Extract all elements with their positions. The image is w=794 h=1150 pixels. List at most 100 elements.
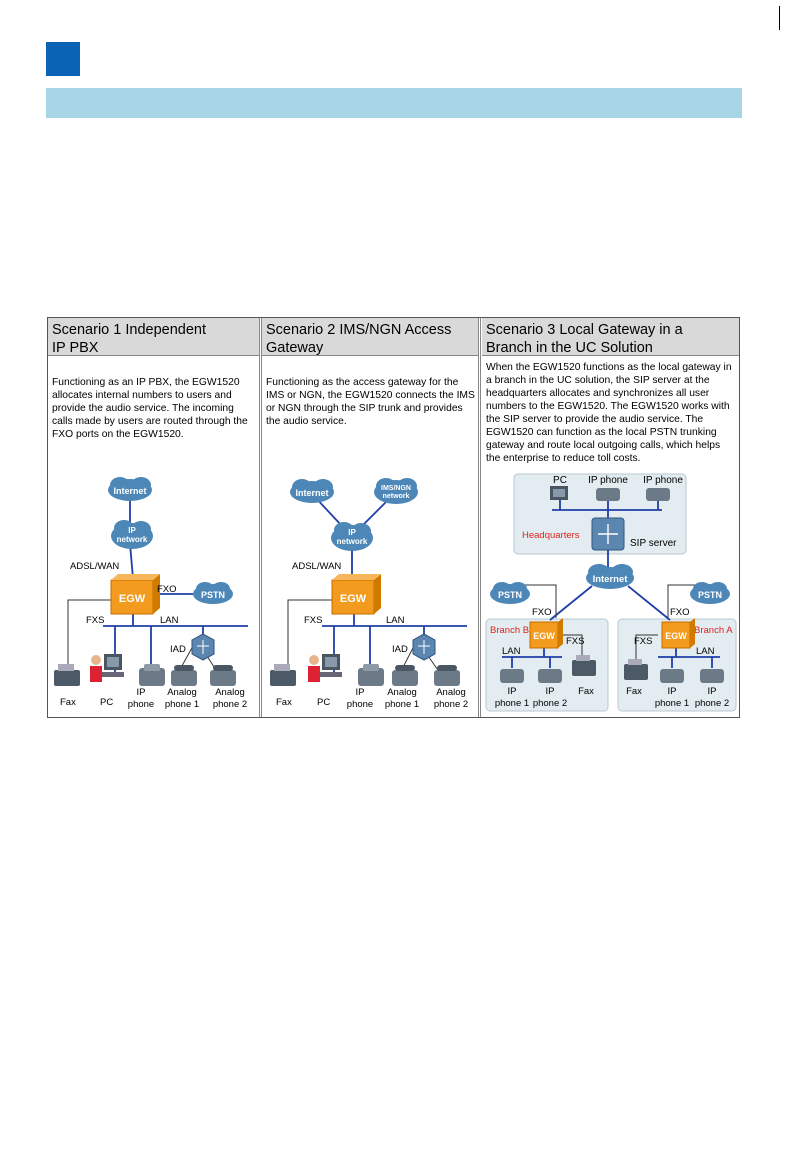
fax-label: Fax bbox=[60, 697, 76, 708]
ims-ngn-label-1: IMS/NGN bbox=[381, 485, 411, 492]
egw-right-label: EGW bbox=[665, 631, 687, 641]
branch-b-fax-icon bbox=[572, 655, 596, 676]
hq-pc-label: PC bbox=[553, 475, 567, 486]
branch-a-ip-phone-1-label-2: phone 1 bbox=[655, 698, 689, 709]
column-divider bbox=[480, 318, 481, 717]
scenario-1-title-line2: IP PBX bbox=[52, 340, 99, 356]
lan-label: LAN bbox=[160, 615, 179, 626]
pstn-label: PSTN bbox=[201, 590, 225, 600]
analog-phone-2-icon bbox=[210, 665, 236, 686]
pstn-left-label: PSTN bbox=[498, 590, 522, 600]
egw-right-device-icon bbox=[661, 618, 695, 649]
column-divider bbox=[259, 318, 260, 717]
analog-phone-1-icon bbox=[171, 665, 197, 686]
iad-device-icon bbox=[191, 633, 215, 661]
scenario-2-title-line1: Scenario 2 IMS/NGN Access bbox=[266, 322, 452, 338]
branch-a-ip-phone-1-label-1: IP bbox=[668, 686, 677, 697]
pstn-right-label: PSTN bbox=[698, 590, 722, 600]
egw-left-device-icon bbox=[529, 618, 563, 649]
pstn-right-cloud-icon bbox=[690, 582, 730, 604]
ip-phone-icon bbox=[596, 488, 620, 501]
ip-phone-icon bbox=[139, 664, 165, 686]
sip-server-label: SIP server bbox=[630, 538, 677, 549]
pstn-left-cloud-icon bbox=[490, 582, 530, 604]
section-header-bar bbox=[46, 88, 742, 118]
branch-a-ip-phone-2-label-1: IP bbox=[708, 686, 717, 697]
egw-label: EGW bbox=[340, 593, 367, 605]
adsl-wan-label: ADSL/WAN bbox=[292, 561, 341, 572]
analog-phone-1-label-2: phone 1 bbox=[385, 699, 419, 710]
scenario-2-description: Functioning as the access gateway for th… bbox=[266, 377, 475, 427]
scenario-3-diagram: PC IP phone IP phone Headquarters SIP se… bbox=[485, 473, 737, 712]
internet-cloud-icon bbox=[290, 479, 334, 503]
pc-label: PC bbox=[317, 697, 330, 708]
scenario-table: Scenario 1 Independent IP PBX Functionin… bbox=[47, 317, 740, 718]
fxs-left-label: FXS bbox=[566, 636, 584, 647]
egw-left-label: EGW bbox=[533, 631, 555, 641]
headquarters-label: Headquarters bbox=[522, 530, 580, 541]
branch-b-ip-phone-2-label-1: IP bbox=[546, 686, 555, 697]
ip-phone-icon bbox=[646, 488, 670, 501]
sip-server-icon bbox=[591, 517, 625, 551]
pc-icon bbox=[550, 486, 568, 500]
pc-icon bbox=[308, 654, 342, 682]
pstn-cloud-icon bbox=[193, 582, 233, 604]
hq-ip-phone-a-label: IP phone bbox=[588, 475, 628, 486]
page-corner-mark bbox=[779, 6, 780, 30]
scenario-3-column: Scenario 3 Local Gateway in a Branch in … bbox=[482, 318, 739, 717]
hq-ip-phone-b-label: IP phone bbox=[643, 475, 683, 486]
scenario-2-diagram: Internet IMS/NGN network IP network ADSL… bbox=[270, 478, 468, 710]
scenario-1-title: Scenario 1 Independent IP PBX bbox=[48, 318, 259, 356]
branch-a-ip-phone-2-label-2: phone 2 bbox=[695, 698, 729, 709]
scenario-1-description: Functioning as an IP PBX, the EGW1520 al… bbox=[52, 377, 248, 440]
fxs-right-label: FXS bbox=[634, 636, 652, 647]
internet-label: Internet bbox=[113, 486, 146, 496]
iad-device-icon bbox=[412, 633, 436, 661]
iad-label: IAD bbox=[392, 644, 408, 655]
scenario-2-title-line2: Gateway bbox=[266, 340, 324, 356]
fax-icon bbox=[270, 664, 296, 686]
branch-b-ip-phone-1-label-2: phone 1 bbox=[495, 698, 529, 709]
ip-network-label-2: network bbox=[117, 535, 148, 544]
fxo-label: FXO bbox=[157, 584, 177, 595]
analog-phone-2-label-2: phone 2 bbox=[213, 699, 247, 710]
analog-phone-2-label-2: phone 2 bbox=[434, 699, 468, 710]
fxo-left-label: FXO bbox=[532, 607, 552, 618]
branch-a-ip-phone-1-icon bbox=[660, 669, 684, 683]
iad-label: IAD bbox=[170, 644, 186, 655]
ip-phone-label-2: phone bbox=[128, 699, 154, 710]
ip-phone-label-2: phone bbox=[347, 699, 373, 710]
egw-device-icon bbox=[110, 574, 160, 615]
ip-network-cloud-icon bbox=[111, 520, 153, 549]
ip-network-cloud-icon bbox=[331, 522, 373, 551]
ip-network-label-2: network bbox=[337, 537, 368, 546]
scenario-3-title-line2: Branch in the UC Solution bbox=[486, 340, 653, 356]
ip-network-label-1: IP bbox=[348, 528, 356, 537]
analog-phone-1-label-1: Analog bbox=[387, 687, 417, 698]
analog-phone-2-label-1: Analog bbox=[436, 687, 466, 698]
ip-phone-label-1: IP bbox=[356, 687, 365, 698]
scenario-3-description: When the EGW1520 functions as the local … bbox=[486, 362, 732, 464]
scenario-1-diagram: Internet IP network ADSL/WAN EGW FXO bbox=[54, 477, 248, 710]
internet-cloud-icon bbox=[586, 564, 634, 589]
egw-device-icon bbox=[331, 574, 381, 615]
column-divider bbox=[261, 318, 262, 717]
branch-b-fax-label: Fax bbox=[578, 686, 594, 697]
scenario-1-column: Scenario 1 Independent IP PBX Functionin… bbox=[48, 318, 259, 717]
branch-b-ip-phone-1-label-1: IP bbox=[508, 686, 517, 697]
lan-left-label: LAN bbox=[502, 646, 521, 657]
analog-phone-2-label-1: Analog bbox=[215, 687, 245, 698]
ip-network-label-1: IP bbox=[128, 526, 136, 535]
branch-b-panel bbox=[485, 618, 609, 712]
pc-label: PC bbox=[100, 697, 113, 708]
egw-label: EGW bbox=[119, 593, 146, 605]
fax-label: Fax bbox=[276, 697, 292, 708]
analog-phone-2-icon bbox=[434, 665, 460, 686]
branch-b-ip-phone-2-label-2: phone 2 bbox=[533, 698, 567, 709]
branch-b-ip-phone-1-icon bbox=[500, 669, 524, 683]
branch-a-label: Branch A bbox=[694, 625, 733, 636]
branch-a-fax-icon bbox=[624, 659, 648, 680]
branch-b-ip-phone-2-icon bbox=[538, 669, 562, 683]
internet-label: Internet bbox=[295, 488, 328, 498]
branch-a-panel bbox=[617, 618, 737, 712]
